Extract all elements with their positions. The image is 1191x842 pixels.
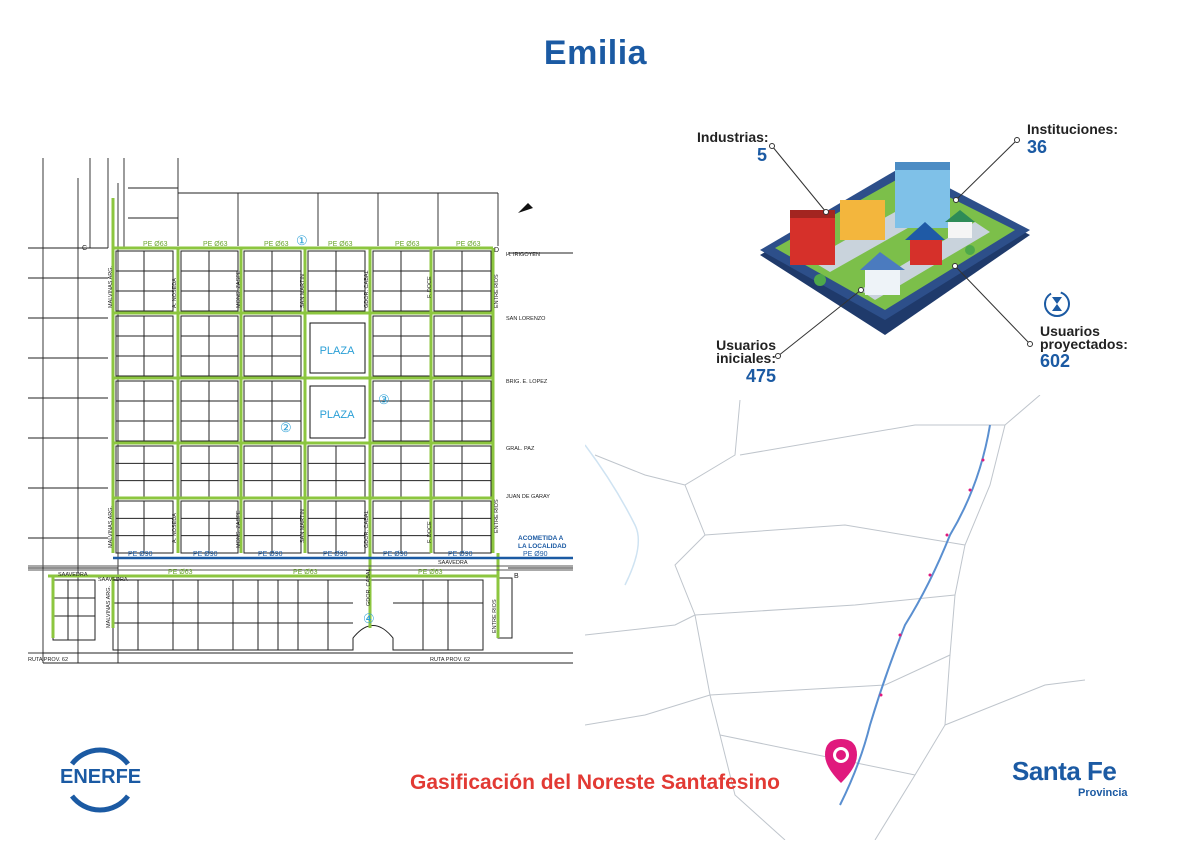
acometida-label: ACOMETIDA A (518, 535, 564, 542)
street-label: SAN LORENZO (506, 316, 546, 322)
cadastre-lines (28, 158, 573, 664)
street-label: SAN MARTIN (300, 509, 306, 543)
pe63-pipes (48, 198, 500, 638)
pipe-label: PE Ø63 (456, 241, 481, 248)
street-label: F. DOCE (427, 276, 433, 298)
pe90-labels: PE Ø90 PE Ø90 PE Ø90 PE Ø90 PE Ø90 PE Ø9… (128, 551, 548, 558)
industrias-label: Industrias: (697, 129, 769, 145)
point-label: B (514, 573, 519, 580)
usuarios-proyectados-label: proyectados: (1040, 336, 1128, 352)
street-label: SAAVEDRA (58, 572, 88, 578)
santa-fe-logo: Santa Fe (1012, 756, 1117, 786)
enerfe-logo-text: ENERFE (60, 766, 142, 788)
pipe-label: PE Ø63 (203, 241, 228, 248)
school-building (840, 200, 885, 240)
instituciones-label: Instituciones: (1027, 121, 1119, 137)
point-label: D (494, 247, 499, 254)
house-red (910, 240, 942, 265)
zone-number: ④ (363, 611, 375, 626)
zone-number: ③ (378, 392, 390, 407)
footer-title: Gasificación del Noreste Santafesino (410, 771, 780, 794)
pipe-label: PE Ø90 (323, 551, 348, 558)
street-label: GDOR. CABAL (364, 510, 370, 548)
usuarios-proyectados-label: Usuarios (1040, 323, 1100, 339)
street-label: MALVINAS ARG. (106, 585, 112, 628)
street-label: BRIG. E. LOPEZ (506, 379, 548, 385)
pipe-label: PE Ø90 (193, 551, 218, 558)
pipe-label: PE Ø63 (293, 569, 318, 576)
street-label: MONS. ZASPE (236, 510, 242, 548)
street-label: GDOR. CABAL (364, 270, 370, 308)
zone-number: ① (296, 233, 308, 248)
house-blue (865, 270, 900, 295)
point-label: C (82, 245, 87, 252)
north-arrow-icon (518, 203, 533, 213)
instituciones-value: 36 (1027, 137, 1048, 157)
south-blocks (52, 577, 513, 651)
street-label: SAAVEDRA (438, 560, 468, 566)
street-label: RUTA PROV. 62 (430, 657, 470, 663)
enerfe-logo-icon (70, 747, 130, 813)
street-label: SAN MARTIN (300, 274, 306, 308)
pipe-label: PE Ø90 (523, 551, 548, 558)
santa-fe-logo-sub: Provincia (1078, 787, 1128, 799)
usuarios-iniciales-label: iniciales: (716, 350, 776, 366)
plaza-label: PLAZA (320, 345, 356, 357)
acometida-label: LA LOCALIDAD (518, 543, 567, 550)
street-label: JUAN DE GARAY (506, 494, 550, 500)
pipe-label: PE Ø90 (448, 551, 473, 558)
gas-network-map: PLAZA PLAZA PE Ø63 PE Ø63 PE Ø63 PE Ø63 … (28, 158, 573, 664)
saavedra-road (28, 565, 573, 571)
industry-building (790, 215, 835, 265)
street-label: MONS. ZASPE (236, 270, 242, 308)
region-map (585, 395, 1085, 840)
pipe-label: PE Ø63 (328, 241, 353, 248)
street-label: ENTRE RIOS (492, 599, 498, 633)
pipe-label: PE Ø63 (168, 569, 193, 576)
street-label: MALVINAS ARG. (108, 265, 114, 308)
street-labels: H. IRIGOYEN SAN LORENZO BRIG. E. LOPEZ G… (28, 252, 550, 663)
industrias-value: 5 (757, 145, 768, 165)
page-title: Emilia (543, 34, 648, 72)
street-label: GDOR. CABAL (366, 568, 372, 606)
street-label: A. NOSEDA (172, 513, 178, 543)
street-label: ENTRE RIOS (494, 499, 500, 533)
usuarios-proyectados-value: 602 (1040, 351, 1071, 371)
vertical-street-labels: MALVINAS ARG. A. NOSEDA MONS. ZASPE SAN … (106, 265, 500, 633)
zone-numbers: ① ② ③ ④ (280, 233, 390, 626)
street-label: F. DOCE (427, 521, 433, 543)
pipe-label: PE Ø63 (264, 241, 289, 248)
plaza-north (309, 322, 366, 374)
point-labels: C B D (82, 245, 519, 580)
river-route (839, 424, 991, 806)
plaza-south (309, 385, 366, 439)
pipe-label: PE Ø63 (418, 569, 443, 576)
street-label: RUTA PROV. 62 (28, 657, 68, 663)
city-illustration (760, 162, 1030, 335)
street-label: A. NOSEDA (172, 278, 178, 308)
institution-building (895, 168, 950, 228)
hourglass-icon (1044, 291, 1070, 317)
zone-number: ② (280, 420, 292, 435)
pipe-label: PE Ø90 (128, 551, 153, 558)
pipe-labels: PE Ø63 PE Ø63 PE Ø63 PE Ø63 PE Ø63 PE Ø6… (143, 241, 481, 576)
street-label: GRAL. PAZ (506, 446, 535, 452)
pipe-label: PE Ø63 (395, 241, 420, 248)
street-label: ENTRE RIOS (494, 274, 500, 308)
street-label: MALVINAS ARG. (108, 505, 114, 548)
plaza-label: PLAZA (320, 409, 356, 421)
pipe-label: PE Ø63 (143, 241, 168, 248)
pipe-label: PE Ø90 (383, 551, 408, 558)
street-label: SAAVEDRA (98, 577, 128, 583)
usuarios-iniciales-value: 475 (745, 366, 776, 386)
location-pin-icon (825, 739, 857, 783)
pipe-label: PE Ø90 (258, 551, 283, 558)
street-label: H. IRIGOYEN (506, 252, 540, 258)
usuarios-iniciales-label: Usuarios (716, 337, 776, 353)
